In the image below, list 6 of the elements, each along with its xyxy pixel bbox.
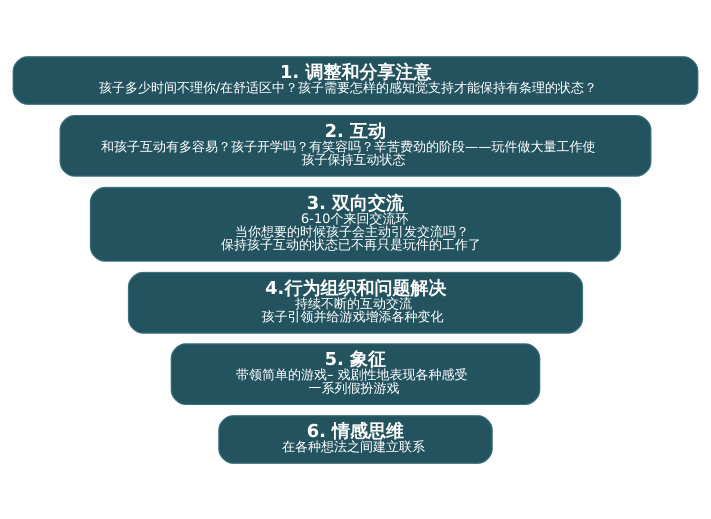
- node-box: 2. 互动 和孩子互动有多容易？孩子开学吗？有笑容吗？辛苦费劲的阶段——玩件做大量工作使孩子保持互动状态: [60, 114, 652, 176]
- node-box: 1. 调整和分享注意 孩子多少时间不理你/在舒适区中？孩子需要怎样的感知觉支持才能保持有条理的状态？: [12, 56, 698, 104]
- node-box: 3. 双向交流 6-10个来回交流环 当你想要的时候孩子会主动引发交流吗？ 保持孩子互动的状态已不再只是玩件的工作了: [90, 186, 622, 262]
- node-box: 6. 情感思维 在各种想法之间建立联系: [218, 414, 493, 464]
- node-box: 5. 象征 带领简单的游戏– 戏剧性地表现各种感受 一系列假扮游戏: [170, 342, 540, 404]
- node-box: 4.行为组织和问题解决 持续不断的互动交流 孩子引领并给游戏增添各种变化: [128, 271, 584, 334]
